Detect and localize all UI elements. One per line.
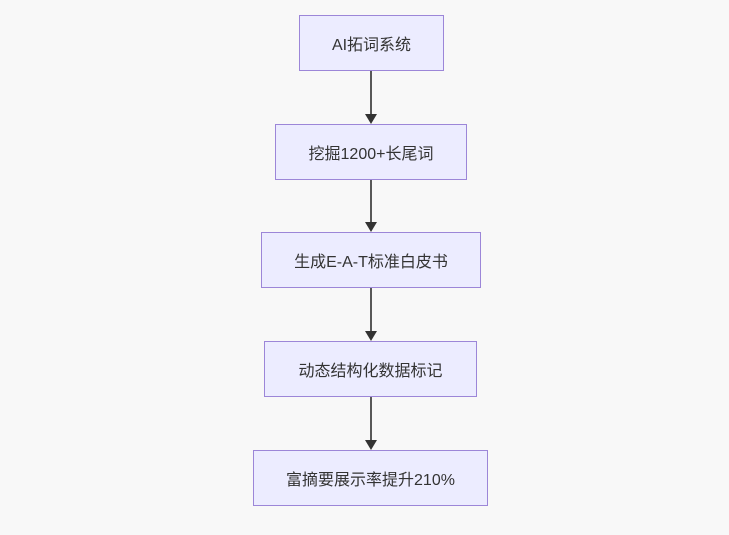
flow-arrow-1 bbox=[364, 71, 378, 124]
flow-arrow-2 bbox=[364, 180, 378, 232]
flow-node-longtail-mining: 挖掘1200+长尾词 bbox=[275, 124, 467, 180]
arrow-shaft bbox=[370, 71, 372, 116]
flow-node-ai-word-expansion: AI拓词系统 bbox=[299, 15, 444, 71]
flow-arrow-4 bbox=[364, 397, 378, 450]
flow-node-eat-whitepaper: 生成E-A-T标准白皮书 bbox=[261, 232, 481, 288]
flow-node-label: 动态结构化数据标记 bbox=[298, 363, 443, 380]
flow-node-label: 挖掘1200+长尾词 bbox=[308, 146, 434, 163]
flow-node-label: 富摘要展示率提升210% bbox=[286, 472, 455, 489]
arrowhead-down-icon bbox=[365, 331, 377, 341]
arrowhead-down-icon bbox=[365, 114, 377, 124]
flow-arrow-3 bbox=[364, 288, 378, 341]
arrowhead-down-icon bbox=[365, 440, 377, 450]
flow-node-rich-snippet-result: 富摘要展示率提升210% bbox=[253, 450, 488, 506]
flow-node-label: 生成E-A-T标准白皮书 bbox=[294, 254, 448, 271]
arrowhead-down-icon bbox=[365, 222, 377, 232]
flow-node-label: AI拓词系统 bbox=[331, 37, 412, 54]
arrow-shaft bbox=[370, 288, 372, 333]
arrow-shaft bbox=[370, 397, 372, 442]
flow-node-structured-data-markup: 动态结构化数据标记 bbox=[264, 341, 477, 397]
arrow-shaft bbox=[370, 180, 372, 224]
